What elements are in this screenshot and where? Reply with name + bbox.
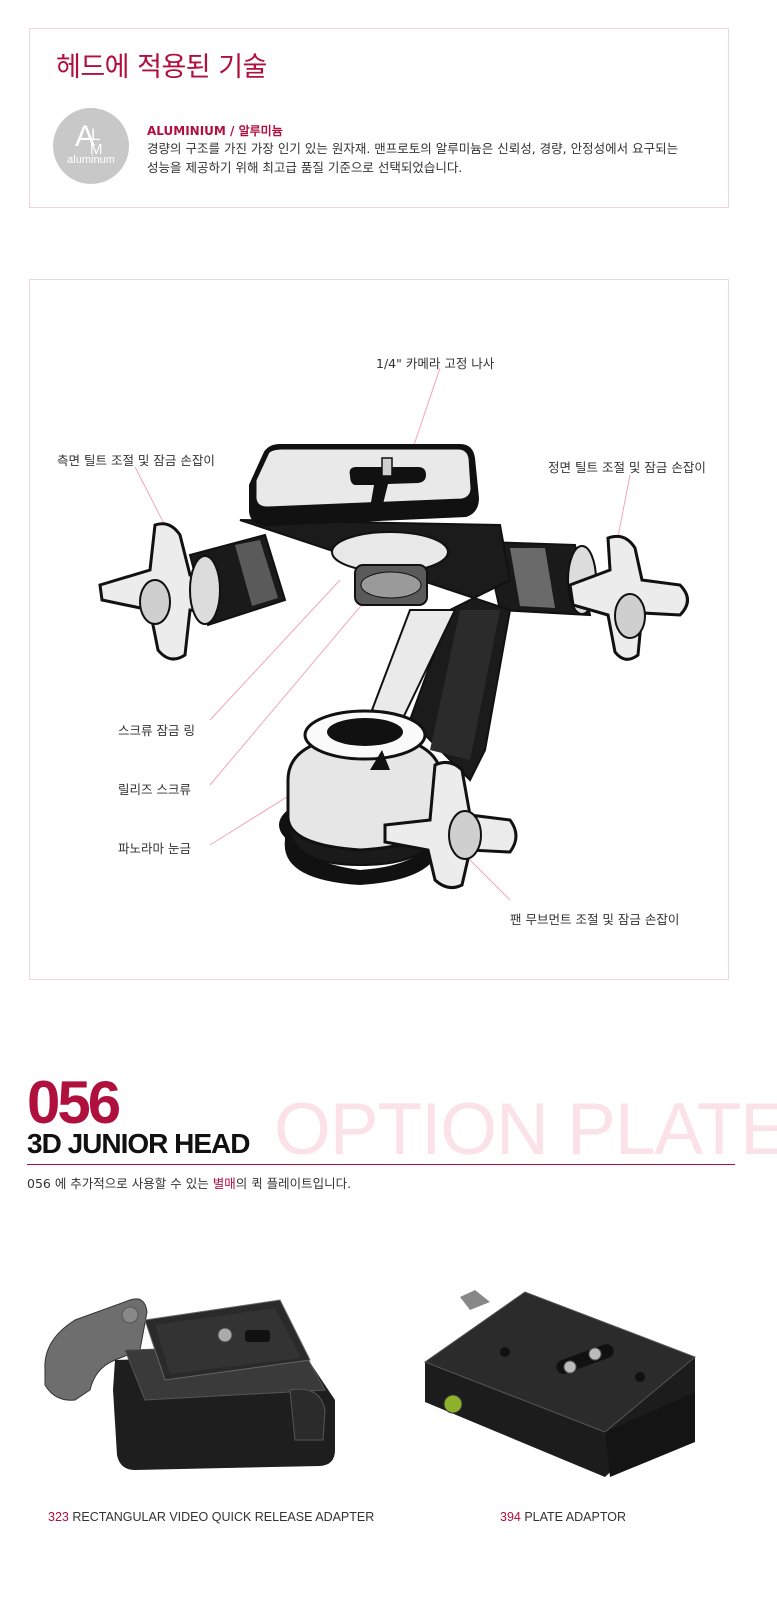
right-knob-icon (568, 534, 689, 661)
aluminium-description: 경량의 구조를 가진 가장 인기 있는 원자재. 맨프로토의 알루미늄은 신뢰성… (147, 139, 707, 177)
desc-before: 056 에 추가적으로 사용할 수 있는 (27, 1176, 213, 1191)
quick-release-adapter-icon (44, 1298, 335, 1470)
header-divider (27, 1164, 735, 1165)
callout-pan-knob: 팬 무브먼트 조절 및 잠금 손잡이 (510, 912, 680, 927)
screw-lock-ring-icon (331, 531, 449, 606)
aluminum-logo-icon: A L M (75, 120, 103, 158)
desc-after: 의 퀵 플레이트입니다. (235, 1176, 352, 1191)
callout-front-tilt-knob: 정면 틸트 조절 및 잠금 손잡이 (548, 460, 706, 475)
option-description: 056 에 추가적으로 사용할 수 있는 별매의 퀵 플레이트입니다. (27, 1173, 351, 1192)
product-name: RECTANGULAR VIDEO QUICK RELEASE ADAPTER (72, 1510, 375, 1524)
description-line-2: 성능을 제공하기 위해 최고급 품질 기준으로 선택되었습니다. (147, 160, 463, 175)
model-number: 056 (27, 1069, 121, 1136)
plate-adaptor-icon (423, 1290, 696, 1477)
left-arm (188, 533, 287, 627)
central-body (239, 519, 512, 782)
aluminium-heading: ALUMINIUM / 알루미늄 (147, 124, 283, 138)
product-name: PLATE ADAPTOR (524, 1510, 626, 1524)
desc-accent: 별매 (212, 1176, 236, 1191)
option-plate-banner: OPTION PLATE (274, 1089, 777, 1170)
badge-letter-m: M (90, 141, 103, 158)
product-394: 394 PLATE ADAPTOR (415, 1282, 705, 1524)
callout-screw-lock-ring: 스크류 잠금 링 (118, 723, 195, 738)
product-number: 394 (500, 1510, 521, 1524)
top-plate-icon (249, 444, 480, 527)
left-knob-icon (98, 522, 239, 661)
aluminum-badge: A L M aluminum (53, 108, 129, 184)
badge-letter-a: A (75, 120, 95, 153)
product-caption-394: 394 PLATE ADAPTOR (500, 1510, 626, 1524)
callout-side-tilt-knob: 측면 틸트 조절 및 잠금 손잡이 (57, 453, 215, 468)
badge-text: aluminum (67, 154, 115, 166)
product-number: 323 (48, 1510, 69, 1524)
pan-base-icon (279, 709, 444, 885)
technology-title: 헤드에 적용된 기술 (56, 52, 267, 83)
tripod-head-illustration (98, 367, 689, 901)
product-323: 323 RECTANGULAR VIDEO QUICK RELEASE ADAP… (35, 1290, 374, 1524)
callout-release-screw: 릴리즈 스크류 (118, 782, 191, 797)
callout-camera-screw: 1/4" 카메라 고정 나사 (376, 356, 495, 371)
callout-panorama-scale: 파노라마 눈금 (118, 841, 191, 856)
head-diagram-box: 1/4" 카메라 고정 나사 측면 틸트 조절 및 잠금 손잡이 정면 틸트 조… (29, 279, 729, 980)
technology-box: 헤드에 적용된 기술 A L M aluminum ALUMINIUM / 알루… (29, 28, 729, 208)
model-name: 3D JUNIOR HEAD (27, 1128, 250, 1159)
product-caption-323: 323 RECTANGULAR VIDEO QUICK RELEASE ADAP… (48, 1510, 374, 1524)
description-line-1: 경량의 구조를 가진 가장 인기 있는 원자재. 맨프로토의 알루미늄은 신뢰성… (147, 141, 679, 156)
pan-knob-icon (383, 760, 518, 890)
badge-letter-l: L (91, 125, 100, 144)
